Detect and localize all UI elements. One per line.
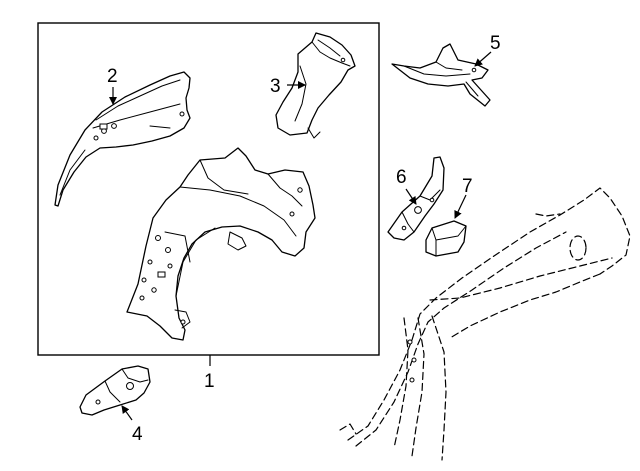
leader-4	[121, 405, 133, 421]
callout-2: 2	[107, 66, 118, 87]
leader-7	[454, 194, 467, 219]
callout-5: 5	[490, 33, 501, 54]
assembly-box	[37, 22, 380, 356]
part-2-wheelhouse-extension	[54, 71, 191, 207]
part-1-inner-wheelhouse	[126, 147, 316, 341]
leader-5	[474, 51, 492, 67]
leader-6	[405, 188, 417, 205]
part-5-bracket	[391, 43, 491, 107]
callout-4: 4	[132, 424, 143, 445]
part-6-bracket	[387, 156, 445, 241]
part-3-upper-reinforcement	[275, 32, 356, 139]
part-4-bracket	[79, 365, 151, 416]
callout-7: 7	[462, 176, 473, 197]
part-7-pad	[425, 220, 467, 257]
callout-1: 1	[204, 371, 215, 392]
callout-6: 6	[396, 167, 407, 188]
callout-3: 3	[270, 76, 281, 97]
quarter-panel-ghost-outline	[339, 187, 631, 461]
